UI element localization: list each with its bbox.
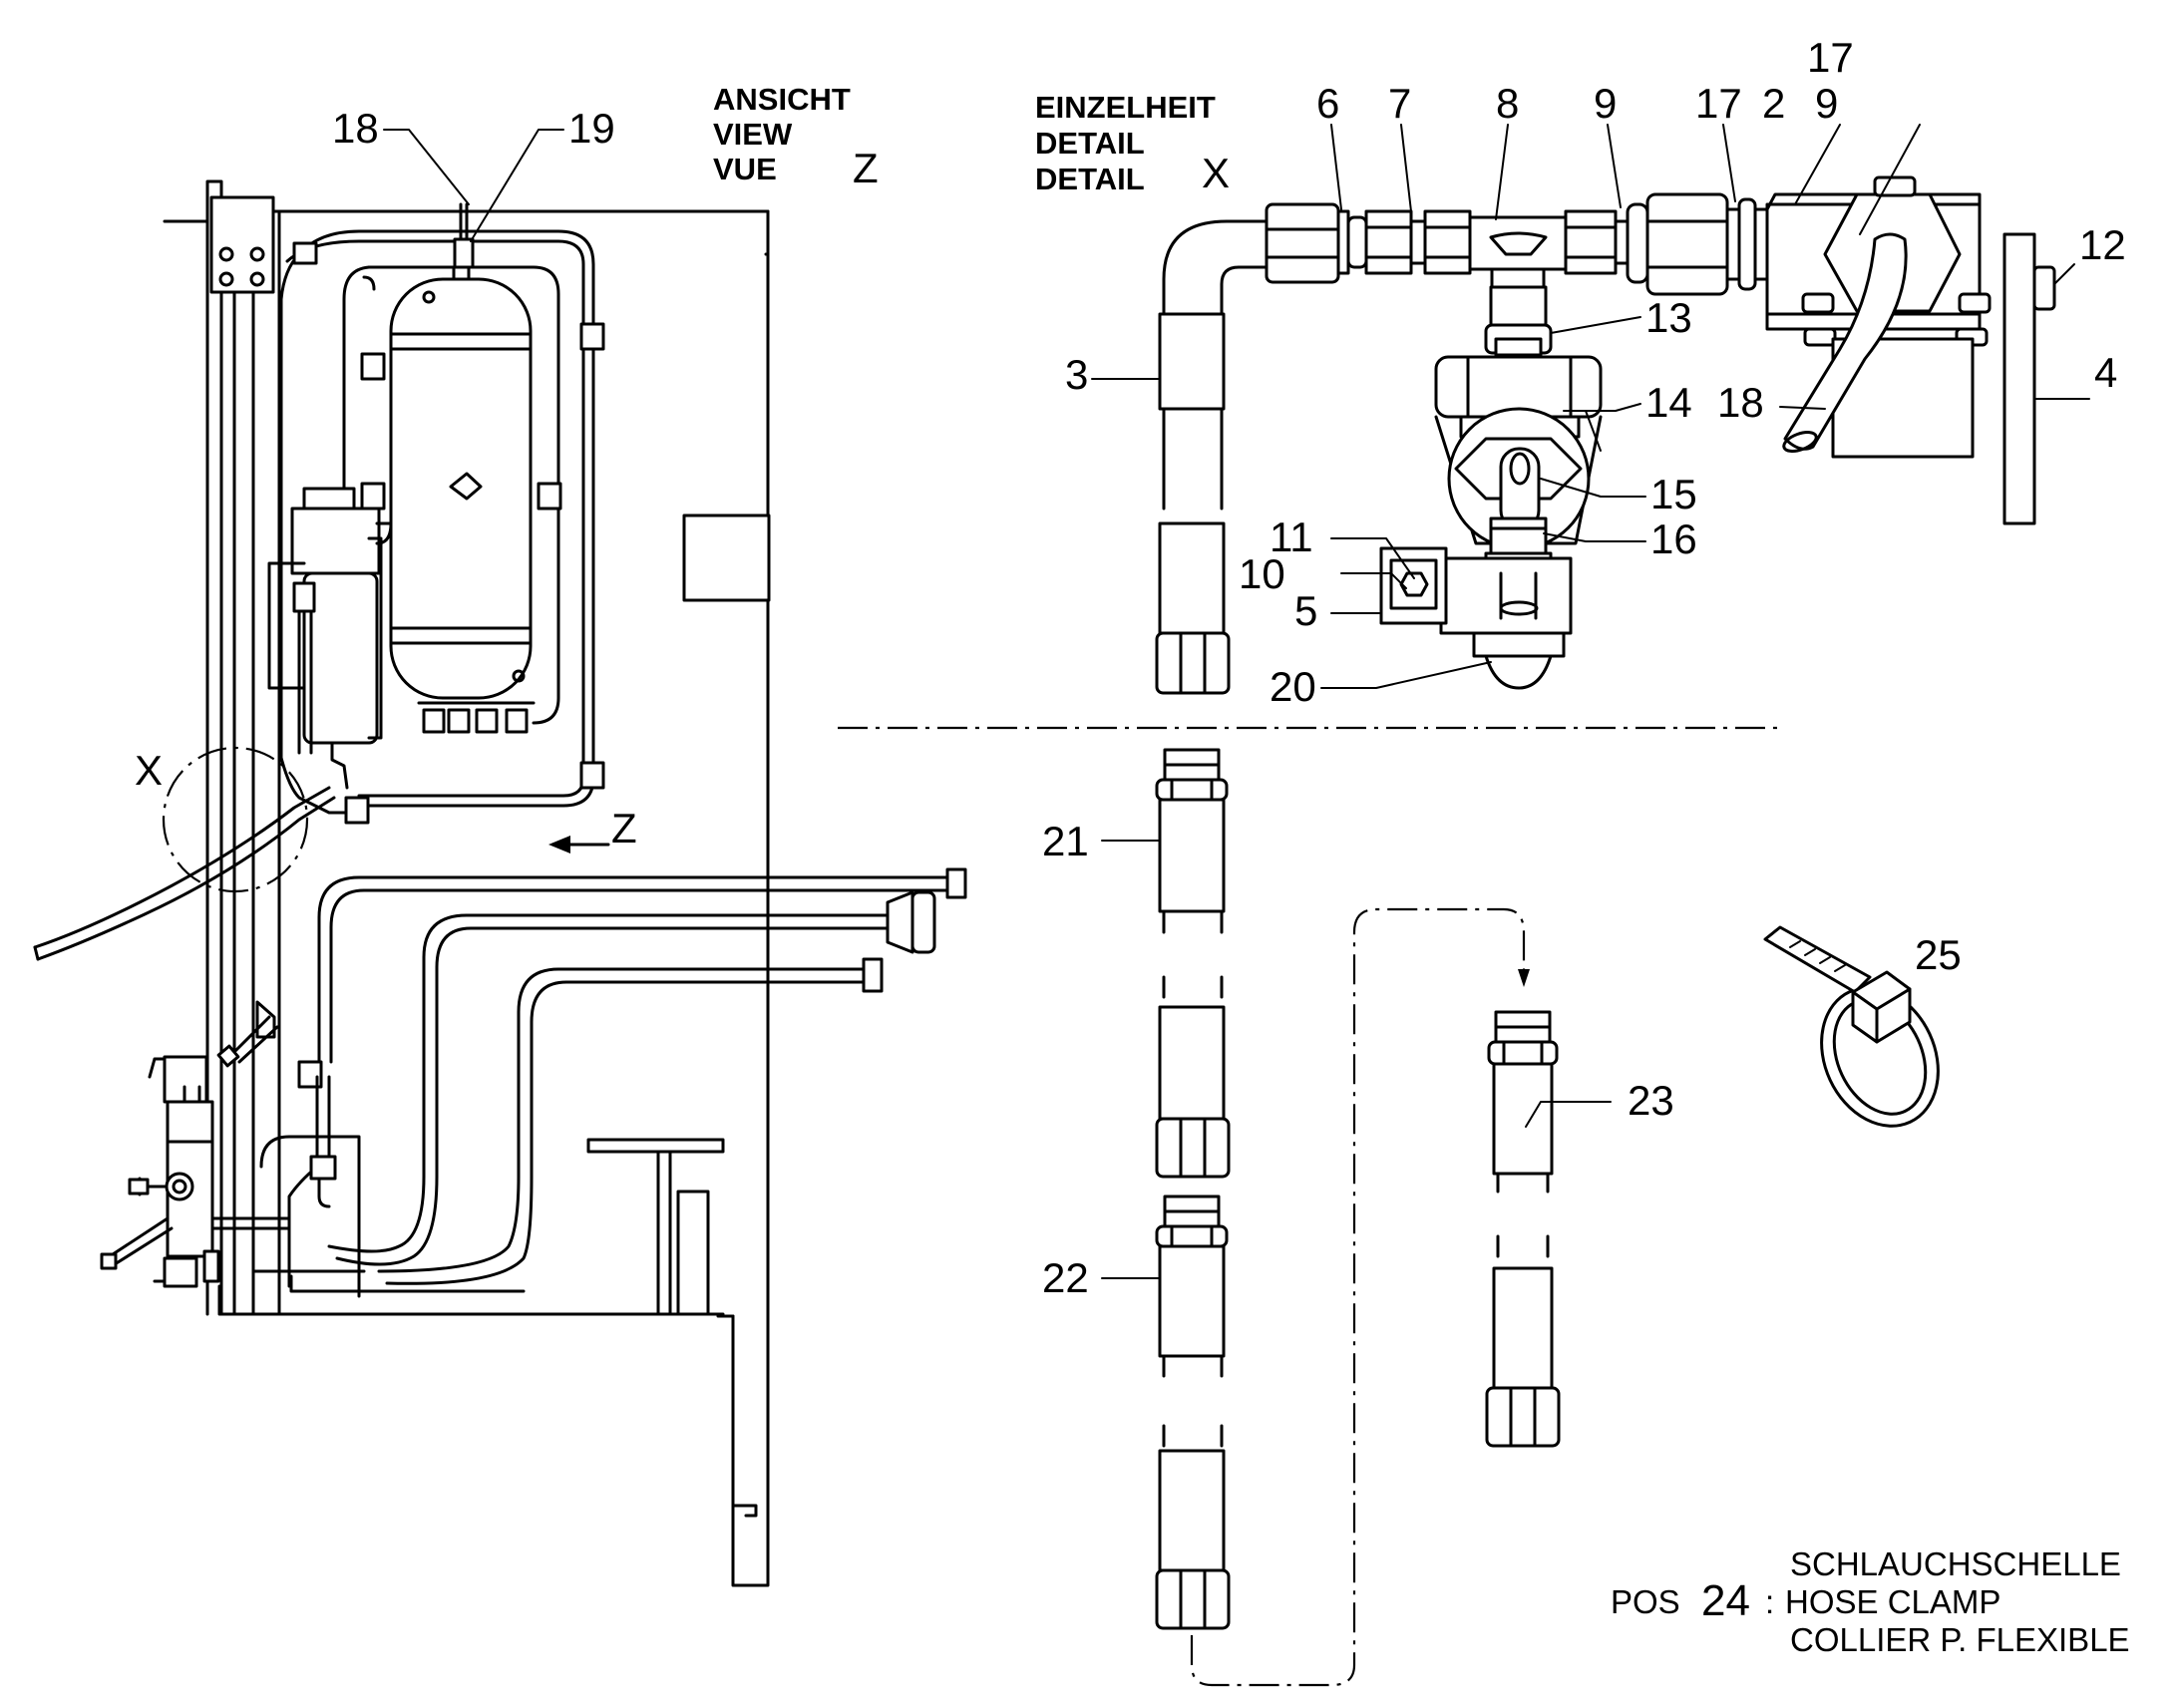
view-z-letter: Z xyxy=(853,145,879,191)
callout-7: 7 xyxy=(1388,80,1411,127)
fittings-row xyxy=(1265,192,1769,296)
callout-15: 15 xyxy=(1650,471,1697,517)
detail-x-assembly xyxy=(1091,124,2090,695)
cabinet-panel xyxy=(232,209,770,1587)
callout-22: 22 xyxy=(1042,1254,1089,1301)
pos-note-line-2: HOSE CLAMP xyxy=(1785,1583,2000,1620)
lower-piping xyxy=(252,867,967,1298)
callout-19: 19 xyxy=(568,105,615,152)
side-box xyxy=(682,513,771,602)
view-z-caption-de: ANSICHT xyxy=(713,82,851,117)
callout-10: 10 xyxy=(1239,550,1285,597)
callout-8: 8 xyxy=(1496,80,1519,127)
callout-12: 12 xyxy=(2079,221,2126,268)
callout-23: 23 xyxy=(1628,1077,1674,1124)
lower-valve xyxy=(100,1055,291,1288)
pos-note-prefix: POS xyxy=(1611,1583,1680,1620)
sensor-hose xyxy=(33,786,331,949)
hose-route-line xyxy=(1190,907,1526,1687)
pos-note-line-1: SCHLAUCHSCHELLE xyxy=(1790,1545,2121,1582)
callout-9a: 9 xyxy=(1594,80,1617,127)
callout-20: 20 xyxy=(1270,663,1316,710)
x-circle-label: X xyxy=(135,747,163,794)
tubing-loop xyxy=(297,229,595,808)
callout-3: 3 xyxy=(1065,351,1088,398)
mounting-shelf xyxy=(586,1138,725,1316)
cable-tie-25 xyxy=(1763,925,1940,1128)
callout-6: 6 xyxy=(1316,80,1339,127)
tank-fittings xyxy=(417,701,536,734)
detail-x-caption-de: EINZELHEIT xyxy=(1035,90,1216,125)
detail-leaders xyxy=(1091,124,2090,689)
detail-x-caption-fr: DETAIL xyxy=(1035,162,1145,196)
detail-x-letter: X xyxy=(1202,150,1230,196)
callout-9b: 9 xyxy=(1815,80,1838,127)
callout-13: 13 xyxy=(1645,294,1692,341)
nozzle-20 xyxy=(1472,631,1566,658)
view-z-caption-en: VIEW xyxy=(713,117,793,152)
callout-18-detail: 18 xyxy=(1717,379,1764,426)
view-z-caption-fr: VUE xyxy=(713,152,777,186)
callout-4: 4 xyxy=(2094,349,2117,396)
callout-16: 16 xyxy=(1650,515,1697,562)
detail-x-circle xyxy=(162,746,309,893)
pos-note-line-3: COLLIER P. FLEXIBLE xyxy=(1790,1621,2130,1658)
callout-2: 2 xyxy=(1762,80,1785,127)
callout-17a: 17 xyxy=(1695,80,1742,127)
z-view-arrow xyxy=(548,836,610,854)
hose-21-22 xyxy=(1101,748,1231,1630)
tee-fitting xyxy=(1468,215,1568,271)
pos-note-separator: : xyxy=(1765,1583,1774,1620)
callout-17b: 17 xyxy=(1807,34,1854,81)
callout-25: 25 xyxy=(1915,931,1962,978)
callout-21: 21 xyxy=(1042,818,1089,864)
z-arrow-label: Z xyxy=(611,805,637,852)
callout-11: 11 xyxy=(1270,513,1313,560)
detail-x-caption-en: DETAIL xyxy=(1035,126,1145,161)
callout-18-main: 18 xyxy=(332,105,379,152)
pos-note-number: 24 xyxy=(1701,1576,1750,1625)
callout-14: 14 xyxy=(1645,379,1692,426)
block-2 xyxy=(1765,175,2056,525)
view-z-assembly xyxy=(33,179,967,1587)
valve-stack xyxy=(1379,285,1603,690)
hose-3 xyxy=(1162,219,1271,491)
callout-5: 5 xyxy=(1294,587,1317,634)
hose-23 xyxy=(1485,1010,1612,1448)
